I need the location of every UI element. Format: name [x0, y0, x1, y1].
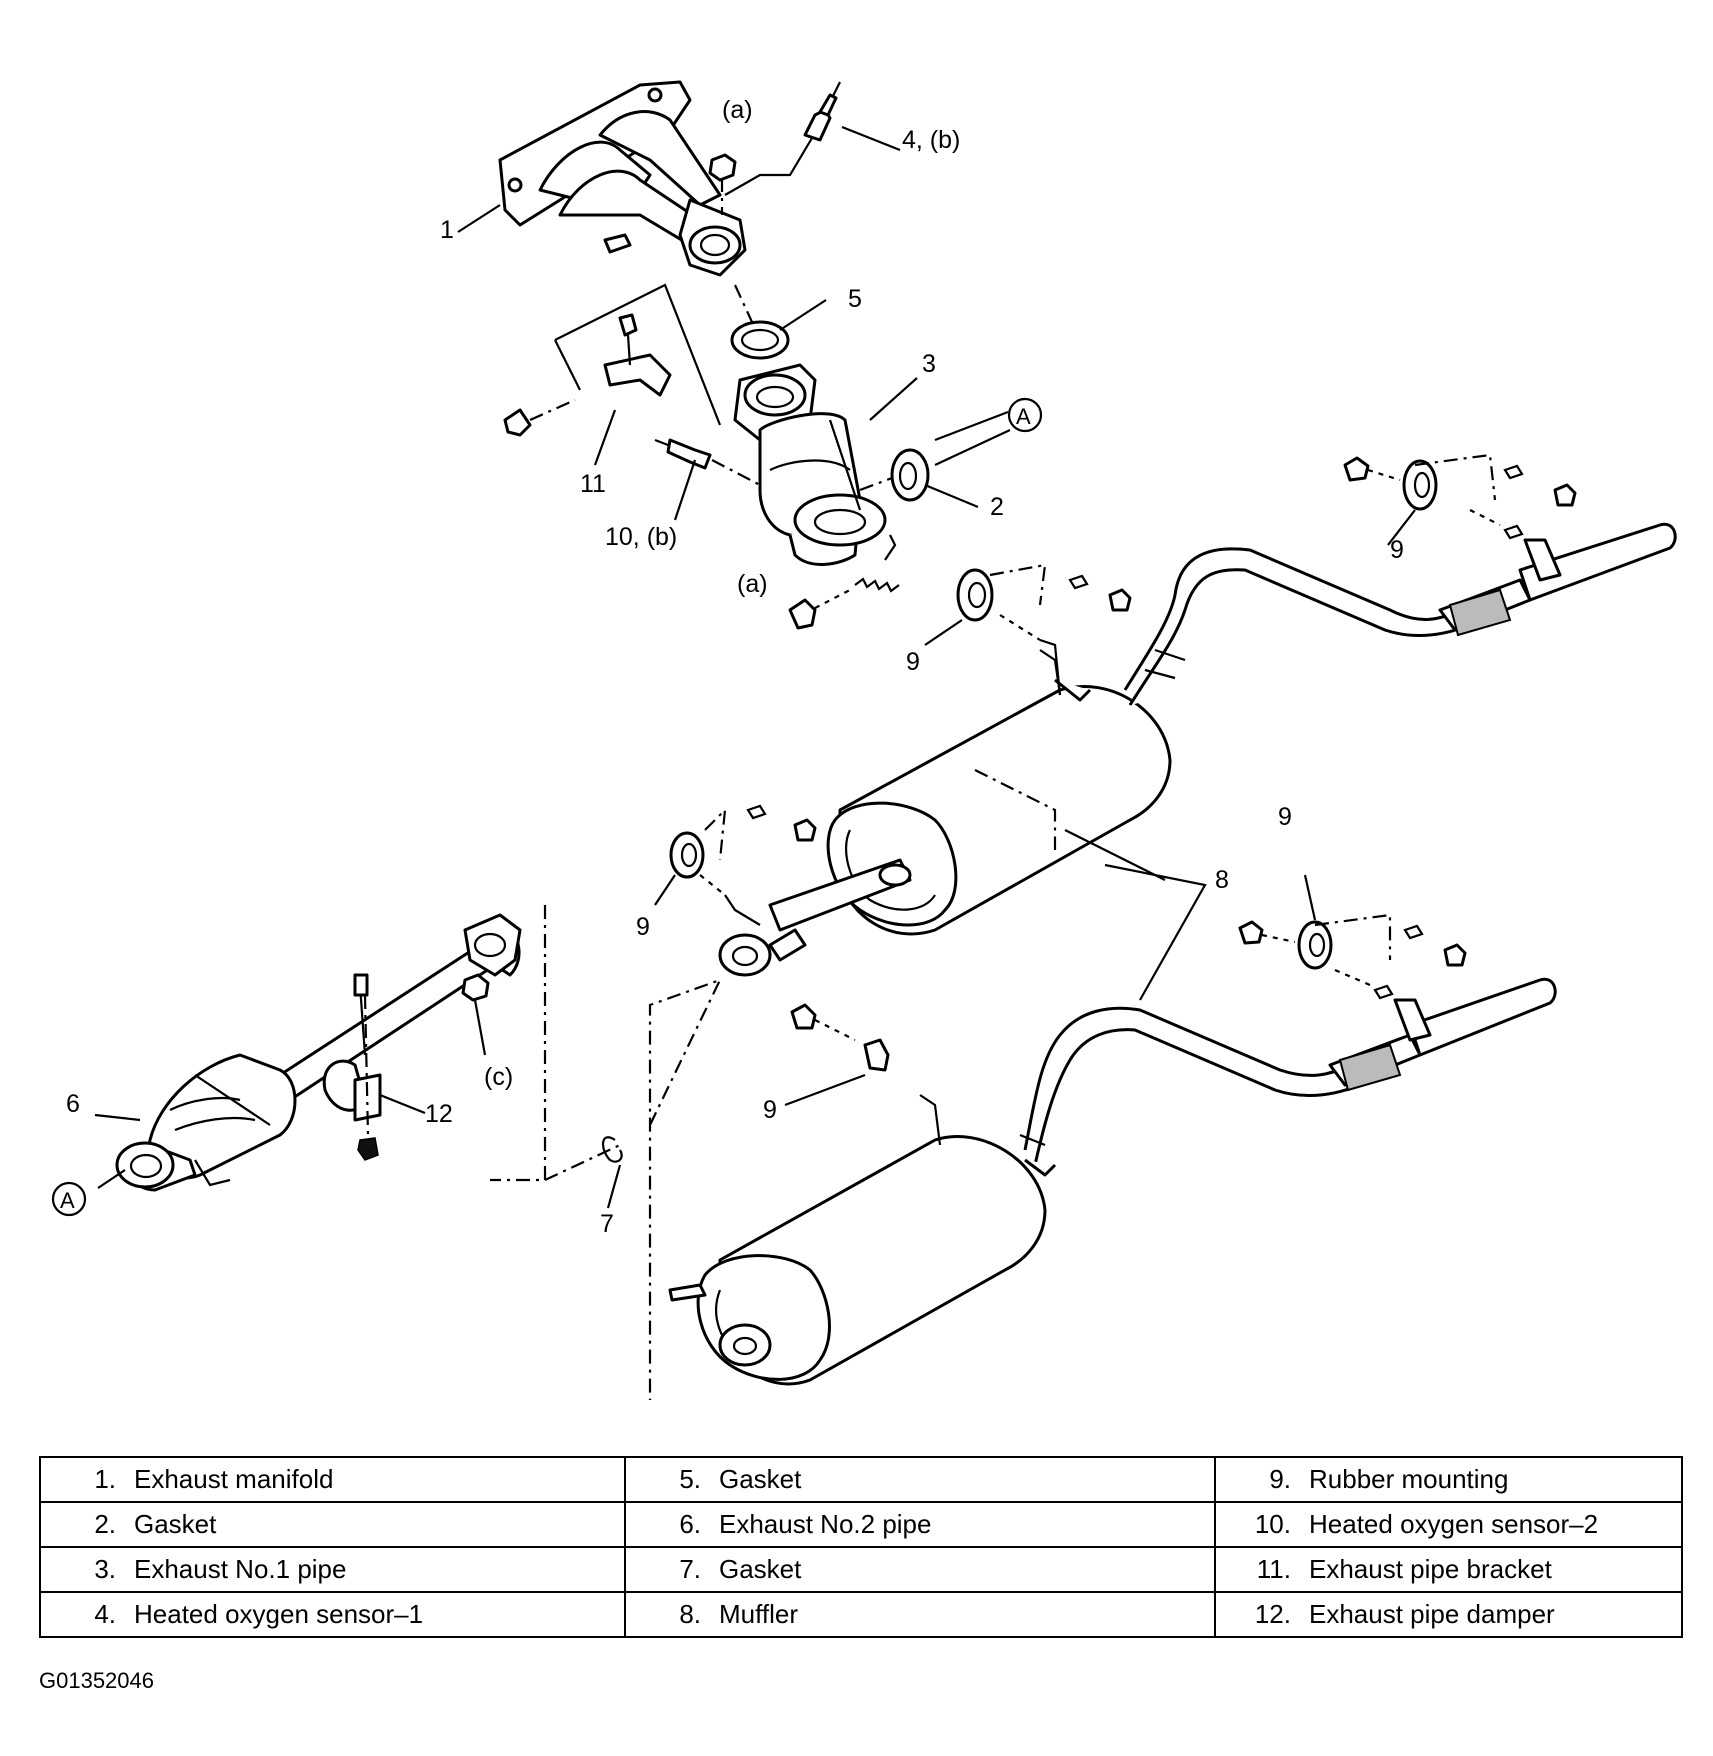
callout-A-top: A: [1016, 404, 1031, 429]
callout-2: 2: [990, 493, 1004, 521]
legend-cell: 7.Gasket: [624, 1546, 1216, 1593]
exhaust-no1-pipe: [733, 363, 887, 566]
bolt-a-bottom: [788, 534, 900, 630]
rubber-mounting-set-lower: [790, 1003, 890, 1072]
exhaust-pipe-bracket: [503, 283, 722, 437]
callout-3: 3: [922, 350, 936, 378]
gasket-7: [544, 978, 723, 1400]
callout-1: 1: [440, 216, 454, 244]
legend-row: 1.Exhaust manifold 5.Gasket 9.Rubber mou…: [39, 1456, 1683, 1503]
legend-cell: 9.Rubber mounting: [1214, 1456, 1683, 1503]
muffler-lower: [668, 977, 1557, 1386]
reference-circle-a-bottom: [51, 1181, 87, 1217]
callout-12: 12: [425, 1100, 453, 1128]
exhaust-system-exploded-diagram: 1 (a) 4, (b) 5 3 A 2 11 10, (b) (a) 9 9 …: [51, 80, 1677, 1400]
callout-a-bottom: (a): [737, 570, 768, 598]
reference-circle-a-top: [1007, 397, 1043, 433]
callout-A-bottom: A: [60, 1188, 75, 1213]
callout-a-top: (a): [722, 96, 753, 124]
exhaust-no2-pipe: [115, 913, 522, 1192]
legend-cell: 2.Gasket: [39, 1501, 626, 1548]
rubber-mounting-set-middle: [956, 563, 1132, 696]
legend-cell: 6.Exhaust No.2 pipe: [624, 1501, 1216, 1548]
gasket-5: [730, 284, 790, 360]
callout-7: 7: [600, 1210, 614, 1238]
rubber-mounting-set-upper: [1343, 453, 1577, 582]
heated-oxygen-sensor-2: [654, 438, 761, 486]
callout-c: (c): [484, 1063, 513, 1091]
legend-cell: 5.Gasket: [624, 1456, 1216, 1503]
muffler-inlet-flange: [718, 928, 807, 977]
figure-code: G01352046: [39, 1668, 154, 1693]
muffler-upper: [768, 522, 1677, 936]
leader-lines: [94, 125, 1416, 1209]
callout-9-middle: 9: [906, 648, 920, 676]
legend-cell: 11.Exhaust pipe bracket: [1214, 1546, 1683, 1593]
legend-row: 3.Exhaust No.1 pipe 7.Gasket 11.Exhaust …: [39, 1546, 1683, 1593]
callout-9-lower: 9: [763, 1096, 777, 1124]
callout-8: 8: [1215, 866, 1229, 894]
callout-11: 11: [580, 470, 606, 498]
callout-10b: 10, (b): [605, 523, 677, 551]
callout-9-left: 9: [636, 913, 650, 941]
rubber-mounting-set-left: [669, 804, 817, 926]
exhaust-manifold: [498, 80, 747, 277]
callout-6: 6: [66, 1090, 80, 1118]
legend-row: 4.Heated oxygen sensor–1 8.Muffler 12.Ex…: [39, 1591, 1683, 1638]
legend-cell: 12.Exhaust pipe damper: [1214, 1591, 1683, 1638]
callout-9-right: 9: [1278, 803, 1292, 831]
callout-9-top-right: 9: [1390, 536, 1404, 564]
exhaust-pipe-damper: [322, 994, 382, 1161]
nut-a-top: [708, 153, 737, 215]
legend-cell: 8.Muffler: [624, 1591, 1216, 1638]
callout-4b: 4, (b): [902, 126, 960, 154]
parts-legend-table: 1.Exhaust manifold 5.Gasket 9.Rubber mou…: [39, 1456, 1683, 1638]
legend-cell: 3.Exhaust No.1 pipe: [39, 1546, 626, 1593]
heated-oxygen-sensor-1: [724, 81, 841, 196]
legend-row: 2.Gasket 6.Exhaust No.2 pipe 10.Heated o…: [39, 1501, 1683, 1548]
callout-5: 5: [848, 285, 862, 313]
legend-cell: 10.Heated oxygen sensor–2: [1214, 1501, 1683, 1548]
rubber-mounting-set-lower-right: [1238, 913, 1467, 1042]
callout-labels: 1 (a) 4, (b) 5 3 A 2 11 10, (b) (a) 9 9 …: [51, 96, 1404, 1238]
legend-cell: 1.Exhaust manifold: [39, 1456, 626, 1503]
gasket-2: [859, 448, 930, 502]
legend-cell: 4.Heated oxygen sensor–1: [39, 1591, 626, 1638]
